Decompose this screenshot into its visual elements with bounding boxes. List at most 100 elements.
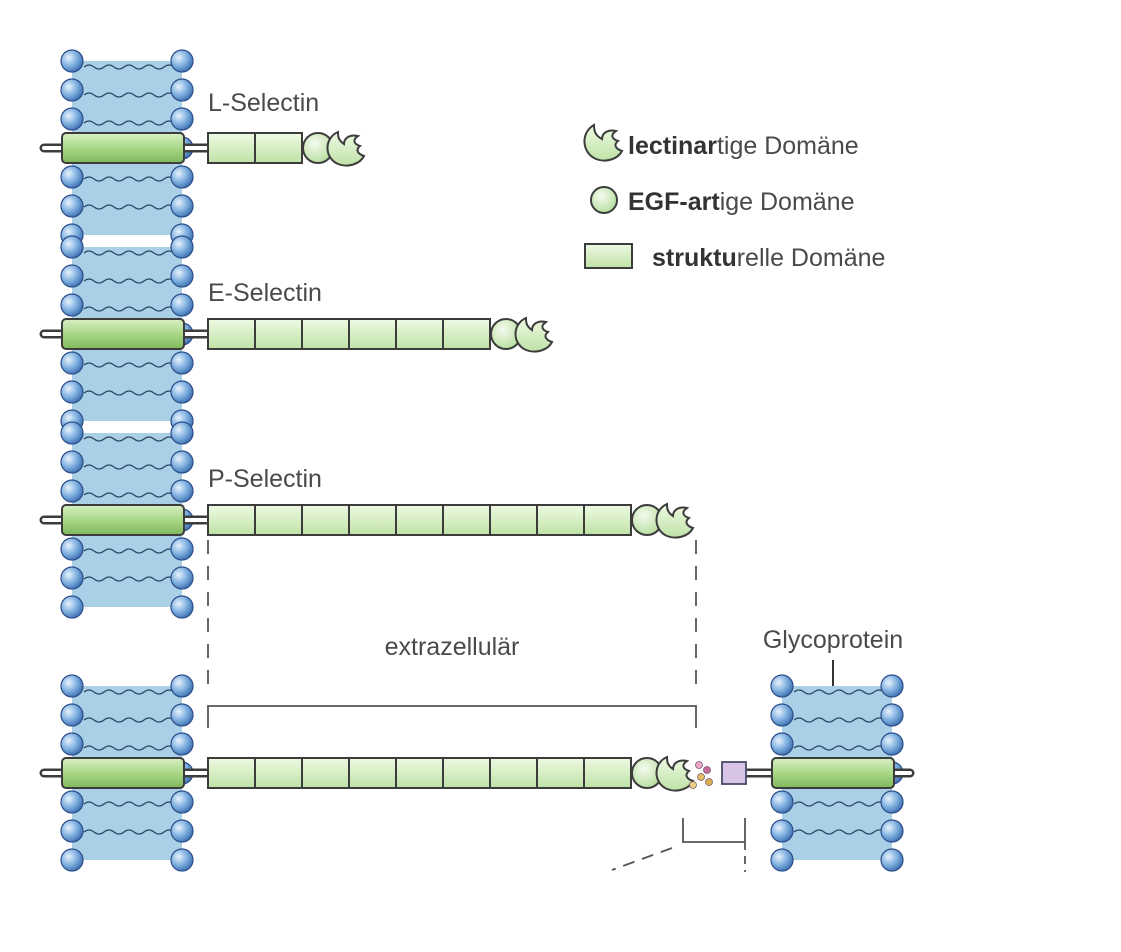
structural-domain-icon bbox=[584, 243, 633, 269]
lipid-tail bbox=[83, 64, 175, 70]
lipid-head bbox=[880, 674, 904, 698]
lipid-tail bbox=[83, 250, 175, 256]
structural-domain bbox=[301, 318, 350, 350]
glycoprotein-label: Glycoprotein bbox=[763, 626, 903, 654]
lipid-head bbox=[880, 703, 904, 727]
lipid-tail bbox=[83, 306, 175, 312]
lipid-head bbox=[770, 790, 794, 814]
structural-domain bbox=[301, 504, 350, 536]
lipid-head bbox=[60, 49, 84, 73]
structural-domain bbox=[583, 757, 632, 789]
lipid-tail bbox=[83, 204, 175, 210]
lipid-head bbox=[170, 421, 194, 445]
lipid-head bbox=[170, 380, 194, 404]
lipid-tail bbox=[793, 689, 885, 695]
structural-domain bbox=[207, 132, 256, 164]
lipid-head bbox=[170, 790, 194, 814]
lipid-head bbox=[60, 479, 84, 503]
lipid-head bbox=[60, 107, 84, 131]
lipid-head bbox=[170, 595, 194, 619]
bound-selectin bbox=[39, 755, 713, 792]
lipid-head bbox=[770, 703, 794, 727]
lipid-head bbox=[170, 165, 194, 189]
structural-domain bbox=[348, 504, 397, 536]
lipid-tail bbox=[83, 745, 175, 751]
structural-domain bbox=[442, 757, 491, 789]
lipid-head bbox=[60, 819, 84, 843]
sugar-residue bbox=[705, 778, 713, 786]
structural-domain bbox=[254, 132, 303, 164]
structural-domain bbox=[536, 504, 585, 536]
lipid-head bbox=[60, 732, 84, 756]
structural-domain bbox=[207, 318, 256, 350]
lipid-head bbox=[60, 848, 84, 872]
lipid-tail bbox=[83, 576, 175, 582]
lipid-tail bbox=[83, 176, 175, 182]
lipid-head bbox=[170, 107, 194, 131]
legend-text: relle Domäne bbox=[737, 244, 886, 272]
lipid-tail bbox=[83, 436, 175, 442]
lipid-head bbox=[170, 732, 194, 756]
lipid-tail bbox=[793, 829, 885, 835]
structural-domain bbox=[442, 318, 491, 350]
lipid-tail bbox=[83, 801, 175, 807]
glycoprotein-transmembrane-domain bbox=[771, 757, 895, 789]
lipid-head bbox=[170, 819, 194, 843]
lipid-tail bbox=[83, 92, 175, 98]
sugar-residue bbox=[703, 766, 711, 774]
lipid-head bbox=[60, 595, 84, 619]
extracellular-label: extrazellulär bbox=[385, 633, 520, 661]
selectin-label-p: P-Selectin bbox=[208, 465, 322, 493]
structural-domain bbox=[207, 504, 256, 536]
lipid-tail bbox=[83, 278, 175, 284]
selectin-label-l: L-Selectin bbox=[208, 89, 319, 117]
transmembrane-domain bbox=[61, 132, 185, 164]
lipid-tail bbox=[83, 717, 175, 723]
structural-domain bbox=[254, 757, 303, 789]
lipid-head bbox=[60, 566, 84, 590]
lipid-tail bbox=[83, 120, 175, 126]
lipid-head bbox=[170, 264, 194, 288]
lectin-domain bbox=[655, 502, 695, 539]
p-selectin bbox=[39, 502, 695, 539]
lipid-head bbox=[770, 674, 794, 698]
lectin-domain bbox=[655, 755, 695, 792]
lipid-head bbox=[170, 674, 194, 698]
legend-text: tige Domäne bbox=[717, 132, 859, 160]
legend-bold-text: struktu bbox=[652, 244, 737, 272]
lipid-head bbox=[170, 537, 194, 561]
lipid-head bbox=[60, 351, 84, 375]
lipid-head bbox=[880, 790, 904, 814]
svg-text:lectinartige Domäne: lectinartige Domäne bbox=[628, 132, 859, 160]
lipid-head bbox=[60, 450, 84, 474]
egf-domain-icon bbox=[590, 186, 618, 214]
lectin-domain bbox=[514, 316, 554, 353]
lipid-tail bbox=[83, 362, 175, 368]
lipid-head bbox=[60, 235, 84, 259]
lipid-head bbox=[170, 49, 194, 73]
lipid-tail bbox=[83, 689, 175, 695]
legend-bold-text: EGF-art bbox=[628, 188, 720, 216]
legend-item-lectin: lectinartige Domäne bbox=[583, 123, 859, 162]
structural-domain bbox=[489, 504, 538, 536]
lipid-head bbox=[60, 790, 84, 814]
sugar-ligand bbox=[689, 761, 713, 789]
lipid-head bbox=[60, 194, 84, 218]
lipid-tail bbox=[83, 464, 175, 470]
lipid-tail bbox=[83, 492, 175, 498]
sugar-residue bbox=[697, 773, 705, 781]
lipid-tail bbox=[793, 717, 885, 723]
structural-domain bbox=[348, 757, 397, 789]
lipid-head bbox=[170, 78, 194, 102]
lipid-head bbox=[770, 819, 794, 843]
lipid-head bbox=[60, 78, 84, 102]
lipid-head bbox=[170, 566, 194, 590]
legend-item-structural: strukturelle Domäne bbox=[584, 243, 886, 272]
l-selectin bbox=[39, 130, 366, 167]
legend-item-egf: EGF-artige Domäne bbox=[590, 186, 855, 216]
lipid-head bbox=[170, 351, 194, 375]
lipid-head bbox=[60, 264, 84, 288]
transmembrane-domain bbox=[61, 757, 185, 789]
lipid-head bbox=[170, 450, 194, 474]
